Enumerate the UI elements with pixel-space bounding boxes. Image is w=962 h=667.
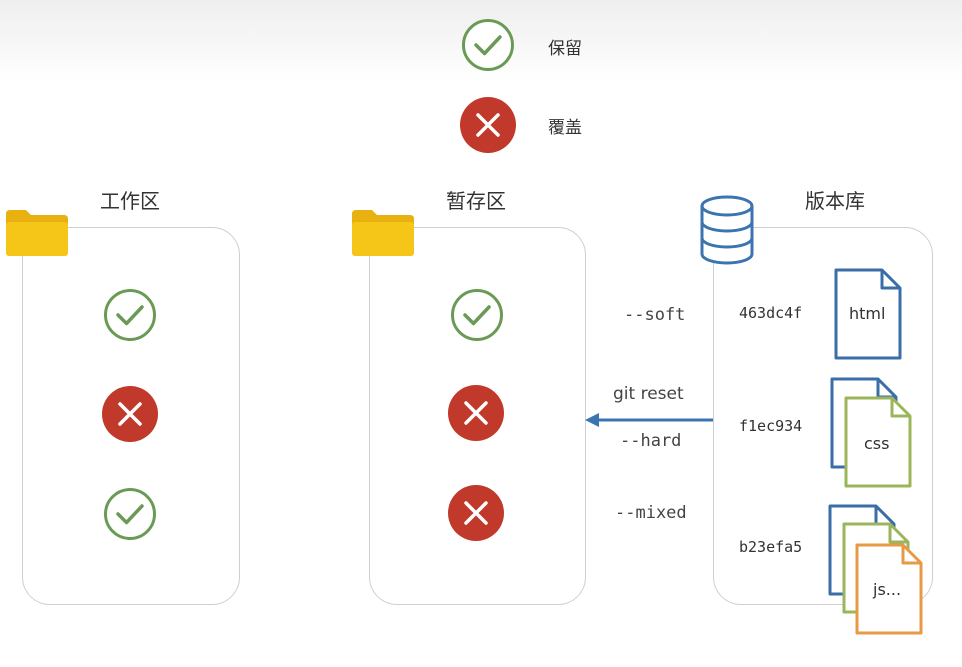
commit-hash-3: b23efa5 — [739, 538, 803, 556]
x-circle-icon — [460, 97, 516, 153]
legend-keep-label: 保留 — [548, 39, 582, 59]
folder-icon — [6, 210, 68, 256]
staging-state-2-x-circle-icon — [448, 385, 504, 441]
document-icon — [844, 396, 912, 488]
document-icon — [855, 543, 923, 635]
document-icon — [834, 268, 902, 360]
reset-arrow-icon — [585, 413, 715, 427]
commit-3-file-js: js... — [873, 580, 902, 599]
folder-icon — [352, 210, 414, 256]
staging-area-title: 暂存区 — [446, 189, 506, 213]
commit-2-file-css: css — [864, 434, 890, 453]
working-state-2-x-circle-icon — [102, 386, 158, 442]
check-circle-icon — [462, 19, 514, 71]
commit-1-file-html: html — [849, 304, 886, 323]
working-area-title: 工作区 — [100, 189, 160, 213]
commit-hash-1: 463dc4f — [739, 304, 803, 322]
reset-option-mixed: --mixed — [615, 503, 687, 523]
reset-command-label: git reset — [613, 384, 684, 404]
working-state-1-check-circle-icon — [104, 289, 156, 341]
reset-option-hard: --hard — [620, 431, 682, 451]
commit-hash-2: f1ec934 — [739, 417, 803, 435]
repository-title: 版本库 — [805, 189, 865, 213]
legend-overwrite-label: 覆盖 — [548, 118, 582, 138]
staging-state-1-check-circle-icon — [451, 289, 503, 341]
database-icon — [700, 195, 754, 265]
staging-state-3-x-circle-icon — [448, 485, 504, 541]
working-state-3-check-circle-icon — [104, 488, 156, 540]
reset-option-soft: --soft — [624, 305, 686, 325]
